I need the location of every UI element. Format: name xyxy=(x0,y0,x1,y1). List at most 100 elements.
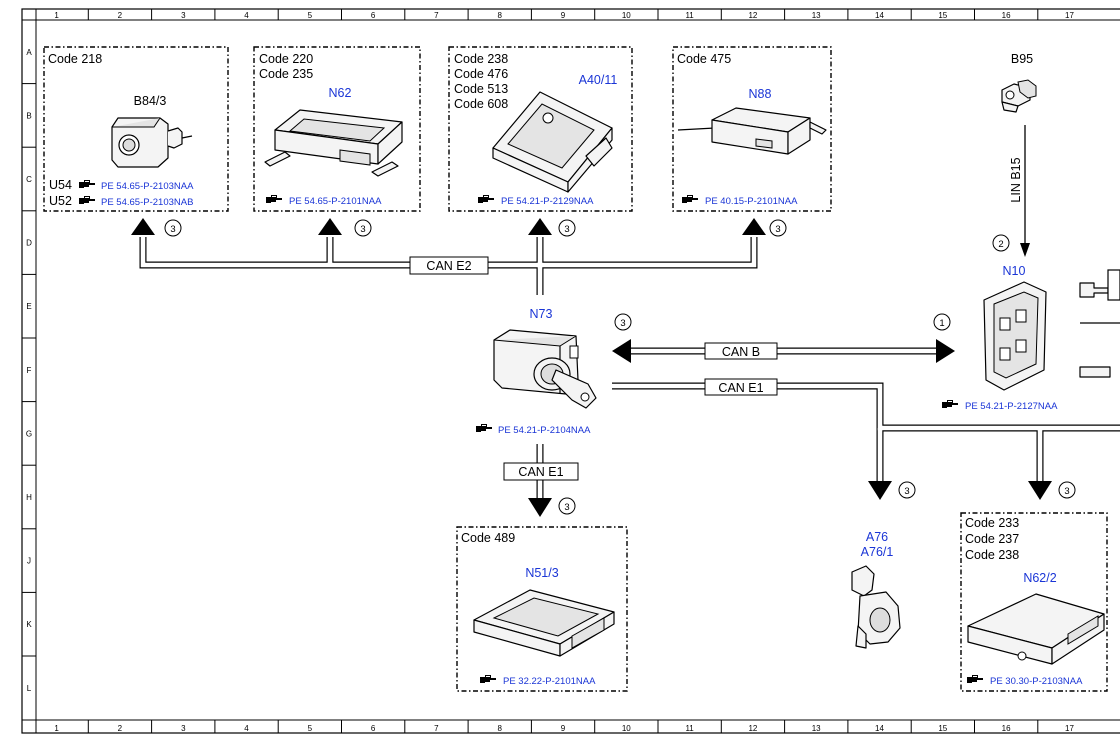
module-a40-11[interactable]: Code 238 Code 476 Code 513 Code 608 A40/… xyxy=(448,46,633,212)
arrow-down-n51 xyxy=(528,498,552,517)
module-b95[interactable]: B95 xyxy=(1001,52,1037,113)
component-label: N10 xyxy=(1003,264,1026,278)
grid-row-label: D xyxy=(26,239,32,248)
marker-n51: 3 xyxy=(558,497,576,515)
ref-link[interactable]: PE 54.21-P-2129NAA xyxy=(501,196,594,207)
grid-row-label: C xyxy=(26,175,32,184)
display-device-drawing xyxy=(492,91,613,193)
code-label: Code 476 xyxy=(454,67,508,81)
can-e2-bus: CAN E2 xyxy=(131,218,766,295)
module-a76[interactable]: A76 A76/1 xyxy=(851,530,901,649)
grid-col-label-bottom: 14 xyxy=(875,724,884,733)
ref-link[interactable]: PE 40.15-P-2101NAA xyxy=(705,196,798,207)
lin-b15-label: LIN B15 xyxy=(1009,157,1023,202)
battery-sensor-drawing xyxy=(1001,79,1037,113)
marker-n62-2: 3 xyxy=(1058,481,1076,499)
can-b-label: CAN B xyxy=(722,345,760,359)
grid-col-label-top: 1 xyxy=(54,11,59,20)
marker-can-b-right: 1 xyxy=(933,313,951,331)
ref-link[interactable]: PE 54.65-P-2101NAA xyxy=(289,196,382,207)
svg-text:3: 3 xyxy=(564,502,569,513)
ref-link[interactable]: PE 54.21-P-2127NAA xyxy=(965,401,1058,412)
marker-n10-in: 2 xyxy=(992,234,1010,252)
svg-text:3: 3 xyxy=(620,318,625,329)
ref-link-u52[interactable]: PE 54.65-P-2103NAB xyxy=(101,197,193,208)
ref-link[interactable]: PE 32.22-P-2101NAA xyxy=(503,676,596,687)
grid-col-label-top: 17 xyxy=(1065,11,1074,20)
camera-device-drawing xyxy=(111,117,193,168)
grid-col-label-bottom: 6 xyxy=(371,724,376,733)
sam-device-drawing xyxy=(983,281,1047,391)
ref-link[interactable]: PE 30.30-P-2103NAA xyxy=(990,676,1083,687)
code-label: Code 218 xyxy=(48,52,102,66)
component-label: N51/3 xyxy=(525,566,558,580)
marker-a40: 3 xyxy=(558,219,576,237)
arrow-right-can-b xyxy=(936,339,955,363)
component-label: B84/3 xyxy=(134,94,167,108)
code-label: Code 235 xyxy=(259,67,313,81)
lin-b15-line: LIN B15 xyxy=(1009,125,1030,257)
arrow-down-a76 xyxy=(868,481,892,500)
marker-can-b-left: 3 xyxy=(614,313,632,331)
can-e1-label: CAN E1 xyxy=(718,381,763,395)
can-b-bus: CAN B xyxy=(612,339,955,363)
svg-text:3: 3 xyxy=(564,224,569,235)
parktronic-unit-drawing xyxy=(967,593,1105,665)
module-n10[interactable]: N10 PE 54.21-P-2127NAA xyxy=(942,264,1058,412)
pointing-hand-icon xyxy=(682,195,698,203)
module-n62[interactable]: Code 220 Code 235 N62 PE 54.65-P-2101NAA xyxy=(253,46,421,212)
component-label: N62/2 xyxy=(1023,571,1056,585)
belt-tensioner-drawing xyxy=(851,565,901,649)
variant-u52: U52 xyxy=(49,194,72,208)
component-label: N88 xyxy=(749,87,772,101)
ref-link[interactable]: PE 54.21-P-2104NAA xyxy=(498,425,591,436)
module-n73[interactable]: N73 PE 54.21-P-2104NAA xyxy=(476,307,597,436)
code-label: Code 233 xyxy=(965,516,1019,530)
module-b84-3[interactable]: Code 218 B84/3 U54 PE 54.65-P-2103NAA U5… xyxy=(43,46,229,212)
module-n62-2[interactable]: Code 233 Code 237 Code 238 N62/2 PE 30.3… xyxy=(960,512,1108,692)
grid-col-label-bottom: 5 xyxy=(308,724,313,733)
grid-row-label: B xyxy=(26,111,31,120)
grid-col-label-top: 12 xyxy=(748,11,757,20)
grid-col-label-bottom: 12 xyxy=(748,724,757,733)
marker-n88: 3 xyxy=(769,219,787,237)
arrow-up-b84 xyxy=(131,218,155,235)
grid-col-label-top: 4 xyxy=(244,11,249,20)
grid-col-label-top: 16 xyxy=(1002,11,1011,20)
pointing-hand-icon xyxy=(476,424,492,432)
ref-link-u54[interactable]: PE 54.65-P-2103NAA xyxy=(101,181,194,192)
svg-text:3: 3 xyxy=(170,224,175,235)
component-label: A40/11 xyxy=(579,73,618,87)
airmatic-unit-drawing xyxy=(473,589,615,657)
component-label: N73 xyxy=(530,307,553,321)
grid-col-label-top: 11 xyxy=(685,11,694,20)
grid-row-label: K xyxy=(26,620,32,629)
grid-col-label-top: 7 xyxy=(434,11,439,20)
module-n88[interactable]: Code 475 N88 PE 40.15-P-2101NAA xyxy=(672,46,832,212)
component-label: N62 xyxy=(329,86,352,100)
code-label: Code 475 xyxy=(677,52,731,66)
grid-col-label-bottom: 11 xyxy=(685,724,694,733)
svg-text:3: 3 xyxy=(904,486,909,497)
grid-col-label-bottom: 15 xyxy=(938,724,947,733)
pointing-hand-icon xyxy=(79,180,95,188)
arrow-left-can-b xyxy=(612,339,631,363)
code-label: Code 489 xyxy=(461,531,515,545)
svg-text:3: 3 xyxy=(360,224,365,235)
grid-col-label-bottom: 10 xyxy=(622,724,631,733)
grid-row-label: J xyxy=(27,557,31,566)
can-e1-lower-label: CAN E1 xyxy=(518,465,563,479)
grid-col-label-bottom: 16 xyxy=(1002,724,1011,733)
grid-col-label-bottom: 8 xyxy=(497,724,502,733)
grid-col-label-top: 13 xyxy=(812,11,821,20)
svg-text:1: 1 xyxy=(939,318,944,329)
can-e1-bus: CAN E1 xyxy=(612,378,1120,500)
module-n51-3[interactable]: Code 489 N51/3 PE 32.22-P-2101NAA xyxy=(456,526,628,692)
arrow-up-a40 xyxy=(528,218,552,235)
pointing-hand-icon xyxy=(79,196,95,204)
grid-col-label-bottom: 1 xyxy=(54,724,59,733)
svg-text:3: 3 xyxy=(1064,486,1069,497)
